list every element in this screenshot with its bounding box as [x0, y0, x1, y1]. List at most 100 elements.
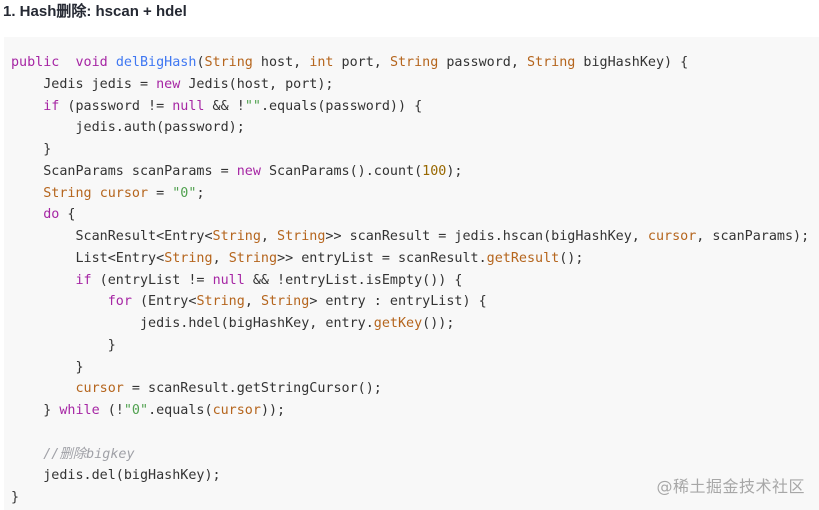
code-line: Jedis jedis = new Jedis(host, port);	[11, 74, 809, 96]
code-line: if (entryList != null && !entryList.isEm…	[11, 270, 809, 292]
code-token: (entryList !=	[91, 272, 213, 288]
code-token: (	[196, 55, 205, 70]
code-token: String	[527, 55, 576, 70]
code-token: String	[212, 229, 261, 244]
code-token: String	[164, 250, 213, 266]
code-token: String	[228, 250, 278, 266]
code-token: && !entryList.isEmpty()) {	[244, 272, 463, 288]
code-token: 100	[422, 163, 447, 179]
code-token	[59, 55, 75, 70]
code-token: public	[11, 55, 60, 70]
code-listing: public void delBigHash(String host, int …	[11, 52, 809, 509]
code-token: host,	[252, 55, 310, 70]
code-line: do {	[11, 204, 809, 226]
code-token: if	[43, 98, 60, 114]
code-token: ScanParams().count(	[260, 163, 423, 179]
code-token: ();	[559, 250, 584, 266]
code-token	[11, 207, 43, 222]
code-token: =	[148, 185, 173, 201]
code-token: }	[11, 142, 52, 157]
code-line: } while (!"0".equals(cursor));	[11, 400, 809, 422]
code-token: Jedis(host, port);	[180, 76, 334, 92]
code-line: }	[11, 139, 809, 161]
code-line: jedis.hdel(bigHashKey, entry.getKey());	[11, 313, 809, 335]
code-token: ScanParams scanParams =	[11, 163, 237, 179]
code-token: Jedis jedis =	[11, 76, 157, 92]
code-line: }	[11, 357, 809, 379]
code-token: jedis.del(bigHashKey);	[11, 468, 221, 484]
code-token: > entry : entryList) {	[309, 294, 487, 310]
code-token: jedis.auth(password);	[11, 120, 245, 136]
code-token: password,	[438, 55, 527, 70]
code-token: getKey	[373, 316, 423, 331]
code-token: ScanResult<Entry<	[11, 229, 213, 244]
code-line: jedis.del(bigHashKey);	[11, 465, 809, 487]
code-line: public void delBigHash(String host, int …	[11, 52, 809, 74]
code-token	[11, 186, 43, 201]
code-token: }	[11, 359, 84, 375]
code-token: String	[43, 185, 92, 201]
code-token: }	[11, 337, 116, 353]
code-token: ));	[260, 403, 286, 418]
code-token: void	[75, 55, 108, 70]
code-token: String	[260, 294, 310, 310]
code-token: String	[277, 229, 326, 244]
code-token	[92, 186, 100, 201]
code-token: = scanResult.getStringCursor();	[123, 381, 382, 397]
code-token: ;	[196, 185, 205, 201]
code-token: && !	[204, 98, 245, 114]
code-token	[11, 294, 108, 309]
code-line	[11, 422, 809, 444]
code-token: int	[309, 55, 334, 70]
code-token	[108, 55, 116, 70]
code-block: public void delBigHash(String host, int …	[4, 37, 819, 510]
code-token: while	[59, 403, 100, 418]
code-line: ScanResult<Entry<String, String>> scanRe…	[11, 226, 809, 248]
code-token: {	[59, 207, 76, 223]
code-line: String cursor = "0";	[11, 183, 809, 205]
code-token: cursor	[647, 229, 697, 244]
code-line: jedis.auth(password);	[11, 117, 809, 139]
code-token: jedis.hdel(bigHashKey, entry.	[11, 316, 374, 331]
code-token: }	[11, 490, 20, 505]
code-token	[11, 447, 43, 462]
code-token: if	[75, 272, 92, 288]
code-token	[11, 273, 76, 288]
code-token: .equals(	[148, 403, 213, 418]
code-token: ());	[422, 316, 455, 331]
code-line: List<Entry<String, String>> entryList = …	[11, 248, 809, 270]
code-token: }	[11, 403, 60, 418]
code-token: new	[236, 163, 261, 179]
code-line: for (Entry<String, String> entry : entry…	[11, 291, 809, 313]
code-token: null	[172, 98, 205, 114]
code-token: List<Entry<	[11, 250, 165, 266]
code-token: "0"	[123, 403, 149, 418]
code-token: bigHashKey) {	[575, 55, 689, 70]
code-token: cursor	[75, 381, 124, 397]
code-line: cursor = scanResult.getStringCursor();	[11, 378, 809, 400]
code-token: //删除bigkey	[43, 446, 135, 462]
site-watermark: @稀土掘金技术社区	[656, 477, 805, 496]
code-token: , scanParams);	[696, 229, 810, 244]
code-token: .equals(password)) {	[260, 98, 423, 114]
code-token: getResult	[486, 250, 560, 266]
code-token: ""	[244, 98, 261, 114]
code-token: (Entry<	[131, 294, 197, 310]
code-token: cursor	[99, 185, 149, 201]
code-token: >> scanResult = jedis.hscan(bigHashKey,	[325, 229, 648, 244]
code-token: (password !=	[59, 98, 173, 114]
code-token: for	[107, 294, 132, 310]
code-line: //删除bigkey	[11, 444, 809, 466]
code-line: }	[11, 335, 809, 357]
section-heading: 1. Hash删除: hscan + hdel	[3, 3, 187, 20]
code-token: String	[389, 55, 439, 70]
code-token: ,	[244, 294, 261, 310]
code-token: ,	[212, 250, 229, 266]
code-token: new	[156, 76, 181, 92]
code-token: >> entryList = scanResult.	[277, 250, 487, 266]
code-token: cursor	[212, 403, 261, 418]
code-token: String	[204, 55, 253, 70]
code-token: "0"	[172, 185, 197, 201]
code-token: null	[212, 272, 245, 288]
code-token	[11, 381, 76, 396]
